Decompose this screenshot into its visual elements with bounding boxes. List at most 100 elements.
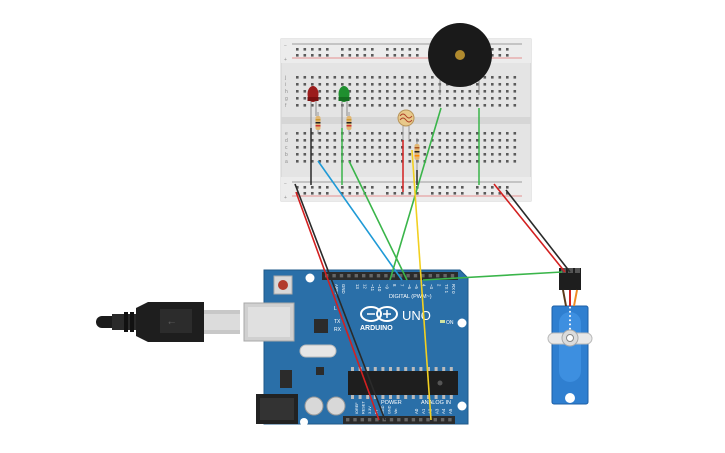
terminal-hole[interactable] [423, 139, 427, 142]
terminal-hole[interactable] [431, 132, 434, 135]
terminal-hole[interactable] [378, 76, 382, 79]
terminal-hole[interactable] [348, 104, 352, 107]
terminal-hole[interactable] [356, 153, 359, 156]
terminal-hole[interactable] [491, 153, 494, 156]
terminal-hole[interactable] [438, 146, 442, 149]
header-pin[interactable] [369, 274, 373, 278]
rail-hole[interactable] [506, 54, 509, 57]
rail-hole[interactable] [363, 186, 367, 189]
terminal-hole[interactable] [363, 90, 367, 93]
terminal-hole[interactable] [311, 104, 314, 107]
resistor-photoresistor[interactable] [414, 138, 420, 170]
terminal-hole[interactable] [371, 104, 374, 107]
terminal-hole[interactable] [498, 146, 502, 149]
terminal-hole[interactable] [408, 139, 412, 142]
rail-hole[interactable] [356, 186, 359, 189]
rail-hole[interactable] [318, 192, 322, 195]
terminal-hole[interactable] [401, 97, 404, 100]
header-pin[interactable] [339, 274, 344, 278]
terminal-hole[interactable] [326, 132, 329, 135]
header-pin[interactable] [411, 418, 416, 422]
terminal-hole[interactable] [483, 160, 487, 163]
terminal-hole[interactable] [408, 146, 412, 149]
terminal-hole[interactable] [333, 90, 337, 93]
rail-hole[interactable] [483, 186, 487, 189]
terminal-hole[interactable] [318, 153, 322, 156]
header-pin[interactable] [443, 274, 447, 278]
terminal-hole[interactable] [408, 83, 412, 86]
photoresistor[interactable] [397, 109, 415, 140]
terminal-hole[interactable] [446, 132, 449, 135]
rail-hole[interactable] [311, 48, 314, 51]
terminal-hole[interactable] [461, 104, 464, 107]
terminal-hole[interactable] [348, 132, 352, 135]
terminal-hole[interactable] [431, 153, 434, 156]
rail-hole[interactable] [341, 48, 344, 51]
terminal-hole[interactable] [468, 90, 472, 93]
header-pin[interactable] [404, 418, 408, 422]
rail-hole[interactable] [401, 54, 404, 57]
terminal-hole[interactable] [356, 139, 359, 142]
terminal-hole[interactable] [491, 76, 494, 79]
rail-hole[interactable] [476, 192, 479, 195]
terminal-hole[interactable] [371, 146, 374, 149]
terminal-hole[interactable] [476, 146, 479, 149]
terminal-hole[interactable] [363, 76, 367, 79]
red-led[interactable] [307, 86, 319, 128]
terminal-hole[interactable] [296, 97, 299, 100]
terminal-hole[interactable] [356, 90, 359, 93]
terminal-hole[interactable] [348, 76, 352, 79]
terminal-hole[interactable] [311, 153, 314, 156]
rail-hole[interactable] [491, 192, 494, 195]
terminal-hole[interactable] [453, 90, 457, 93]
rail-hole[interactable] [341, 186, 344, 189]
terminal-hole[interactable] [296, 132, 299, 135]
terminal-hole[interactable] [303, 160, 307, 163]
terminal-hole[interactable] [333, 153, 337, 156]
terminal-hole[interactable] [296, 146, 299, 149]
terminal-hole[interactable] [416, 97, 419, 100]
terminal-hole[interactable] [506, 132, 509, 135]
rail-hole[interactable] [311, 192, 314, 195]
rail-hole[interactable] [341, 54, 344, 57]
terminal-hole[interactable] [513, 90, 517, 93]
rail-hole[interactable] [453, 186, 457, 189]
terminal-hole[interactable] [453, 160, 457, 163]
terminal-hole[interactable] [453, 132, 457, 135]
header-pin[interactable] [419, 418, 423, 422]
terminal-hole[interactable] [363, 139, 367, 142]
terminal-hole[interactable] [303, 76, 307, 79]
terminal-hole[interactable] [498, 76, 502, 79]
terminal-hole[interactable] [483, 90, 487, 93]
terminal-hole[interactable] [401, 132, 404, 135]
terminal-hole[interactable] [416, 76, 419, 79]
terminal-hole[interactable] [453, 153, 457, 156]
header-pin[interactable] [450, 274, 455, 278]
terminal-hole[interactable] [423, 132, 427, 135]
terminal-hole[interactable] [408, 76, 412, 79]
terminal-hole[interactable] [506, 153, 509, 156]
terminal-hole[interactable] [326, 139, 329, 142]
terminal-hole[interactable] [453, 139, 457, 142]
terminal-hole[interactable] [476, 104, 479, 107]
rail-hole[interactable] [393, 48, 397, 51]
terminal-hole[interactable] [303, 104, 307, 107]
header-pin[interactable] [360, 418, 364, 422]
terminal-hole[interactable] [453, 97, 457, 100]
terminal-hole[interactable] [386, 104, 389, 107]
terminal-hole[interactable] [438, 139, 442, 142]
terminal-hole[interactable] [408, 104, 412, 107]
terminal-hole[interactable] [378, 139, 382, 142]
header-pin[interactable] [399, 274, 403, 278]
terminal-hole[interactable] [296, 83, 299, 86]
terminal-hole[interactable] [386, 83, 389, 86]
terminal-hole[interactable] [431, 76, 434, 79]
header-pin[interactable] [346, 418, 350, 422]
rail-hole[interactable] [363, 54, 367, 57]
rail-hole[interactable] [431, 186, 434, 189]
terminal-hole[interactable] [318, 146, 322, 149]
terminal-hole[interactable] [416, 90, 419, 93]
terminal-hole[interactable] [431, 97, 434, 100]
rail-hole[interactable] [408, 192, 412, 195]
terminal-hole[interactable] [491, 104, 494, 107]
